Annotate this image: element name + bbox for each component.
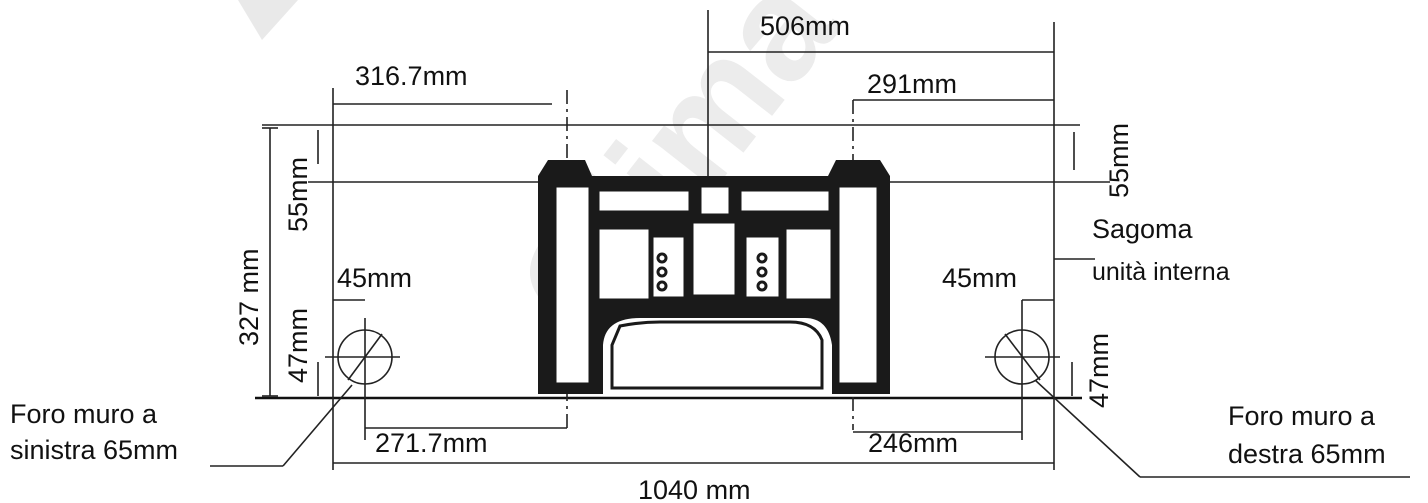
outline-label-line2: unità interna (1092, 258, 1230, 286)
right-hole-label-line2: destra 65mm (1228, 439, 1386, 469)
callout-labels: Sagoma unità interna Foro muro a sinistr… (10, 214, 1386, 469)
left-hole-label-line1: Foro muro a (10, 399, 158, 429)
right-hole-label-line1: Foro muro a (1228, 401, 1376, 431)
dim-top-right: 291mm (867, 69, 957, 99)
right-wall-hole (985, 300, 1060, 440)
dim-left-hole-offset: 45mm (337, 263, 412, 293)
dim-bottom-right: 246mm (868, 428, 958, 458)
dim-right-hole-offset: 45mm (942, 263, 1017, 293)
dim-right-bottom-vertical: 47mm (1084, 333, 1114, 408)
dim-bottom-left: 271.7mm (375, 428, 488, 458)
dimension-labels: 506mm 316.7mm 291mm 55mm 55mm 327 mm 45m… (234, 11, 1134, 503)
dim-total-width: 1040 mm (638, 475, 751, 503)
dim-top-center: 506mm (760, 11, 850, 41)
mounting-plate (538, 160, 890, 394)
indoor-unit-outline (255, 22, 1082, 470)
dimension-lines (210, 51, 1410, 478)
outline-label-line1: Sagoma (1092, 214, 1194, 244)
dim-total-height: 327 mm (234, 248, 264, 346)
dim-left-top-vertical: 55mm (283, 157, 313, 232)
left-wall-hole (325, 318, 400, 440)
dim-right-top-vertical: 55mm (1104, 123, 1134, 198)
dim-top-left: 316.7mm (355, 61, 468, 91)
left-hole-label-line2: sinistra 65mm (10, 435, 178, 465)
dim-left-bottom-vertical: 47mm (283, 308, 313, 383)
